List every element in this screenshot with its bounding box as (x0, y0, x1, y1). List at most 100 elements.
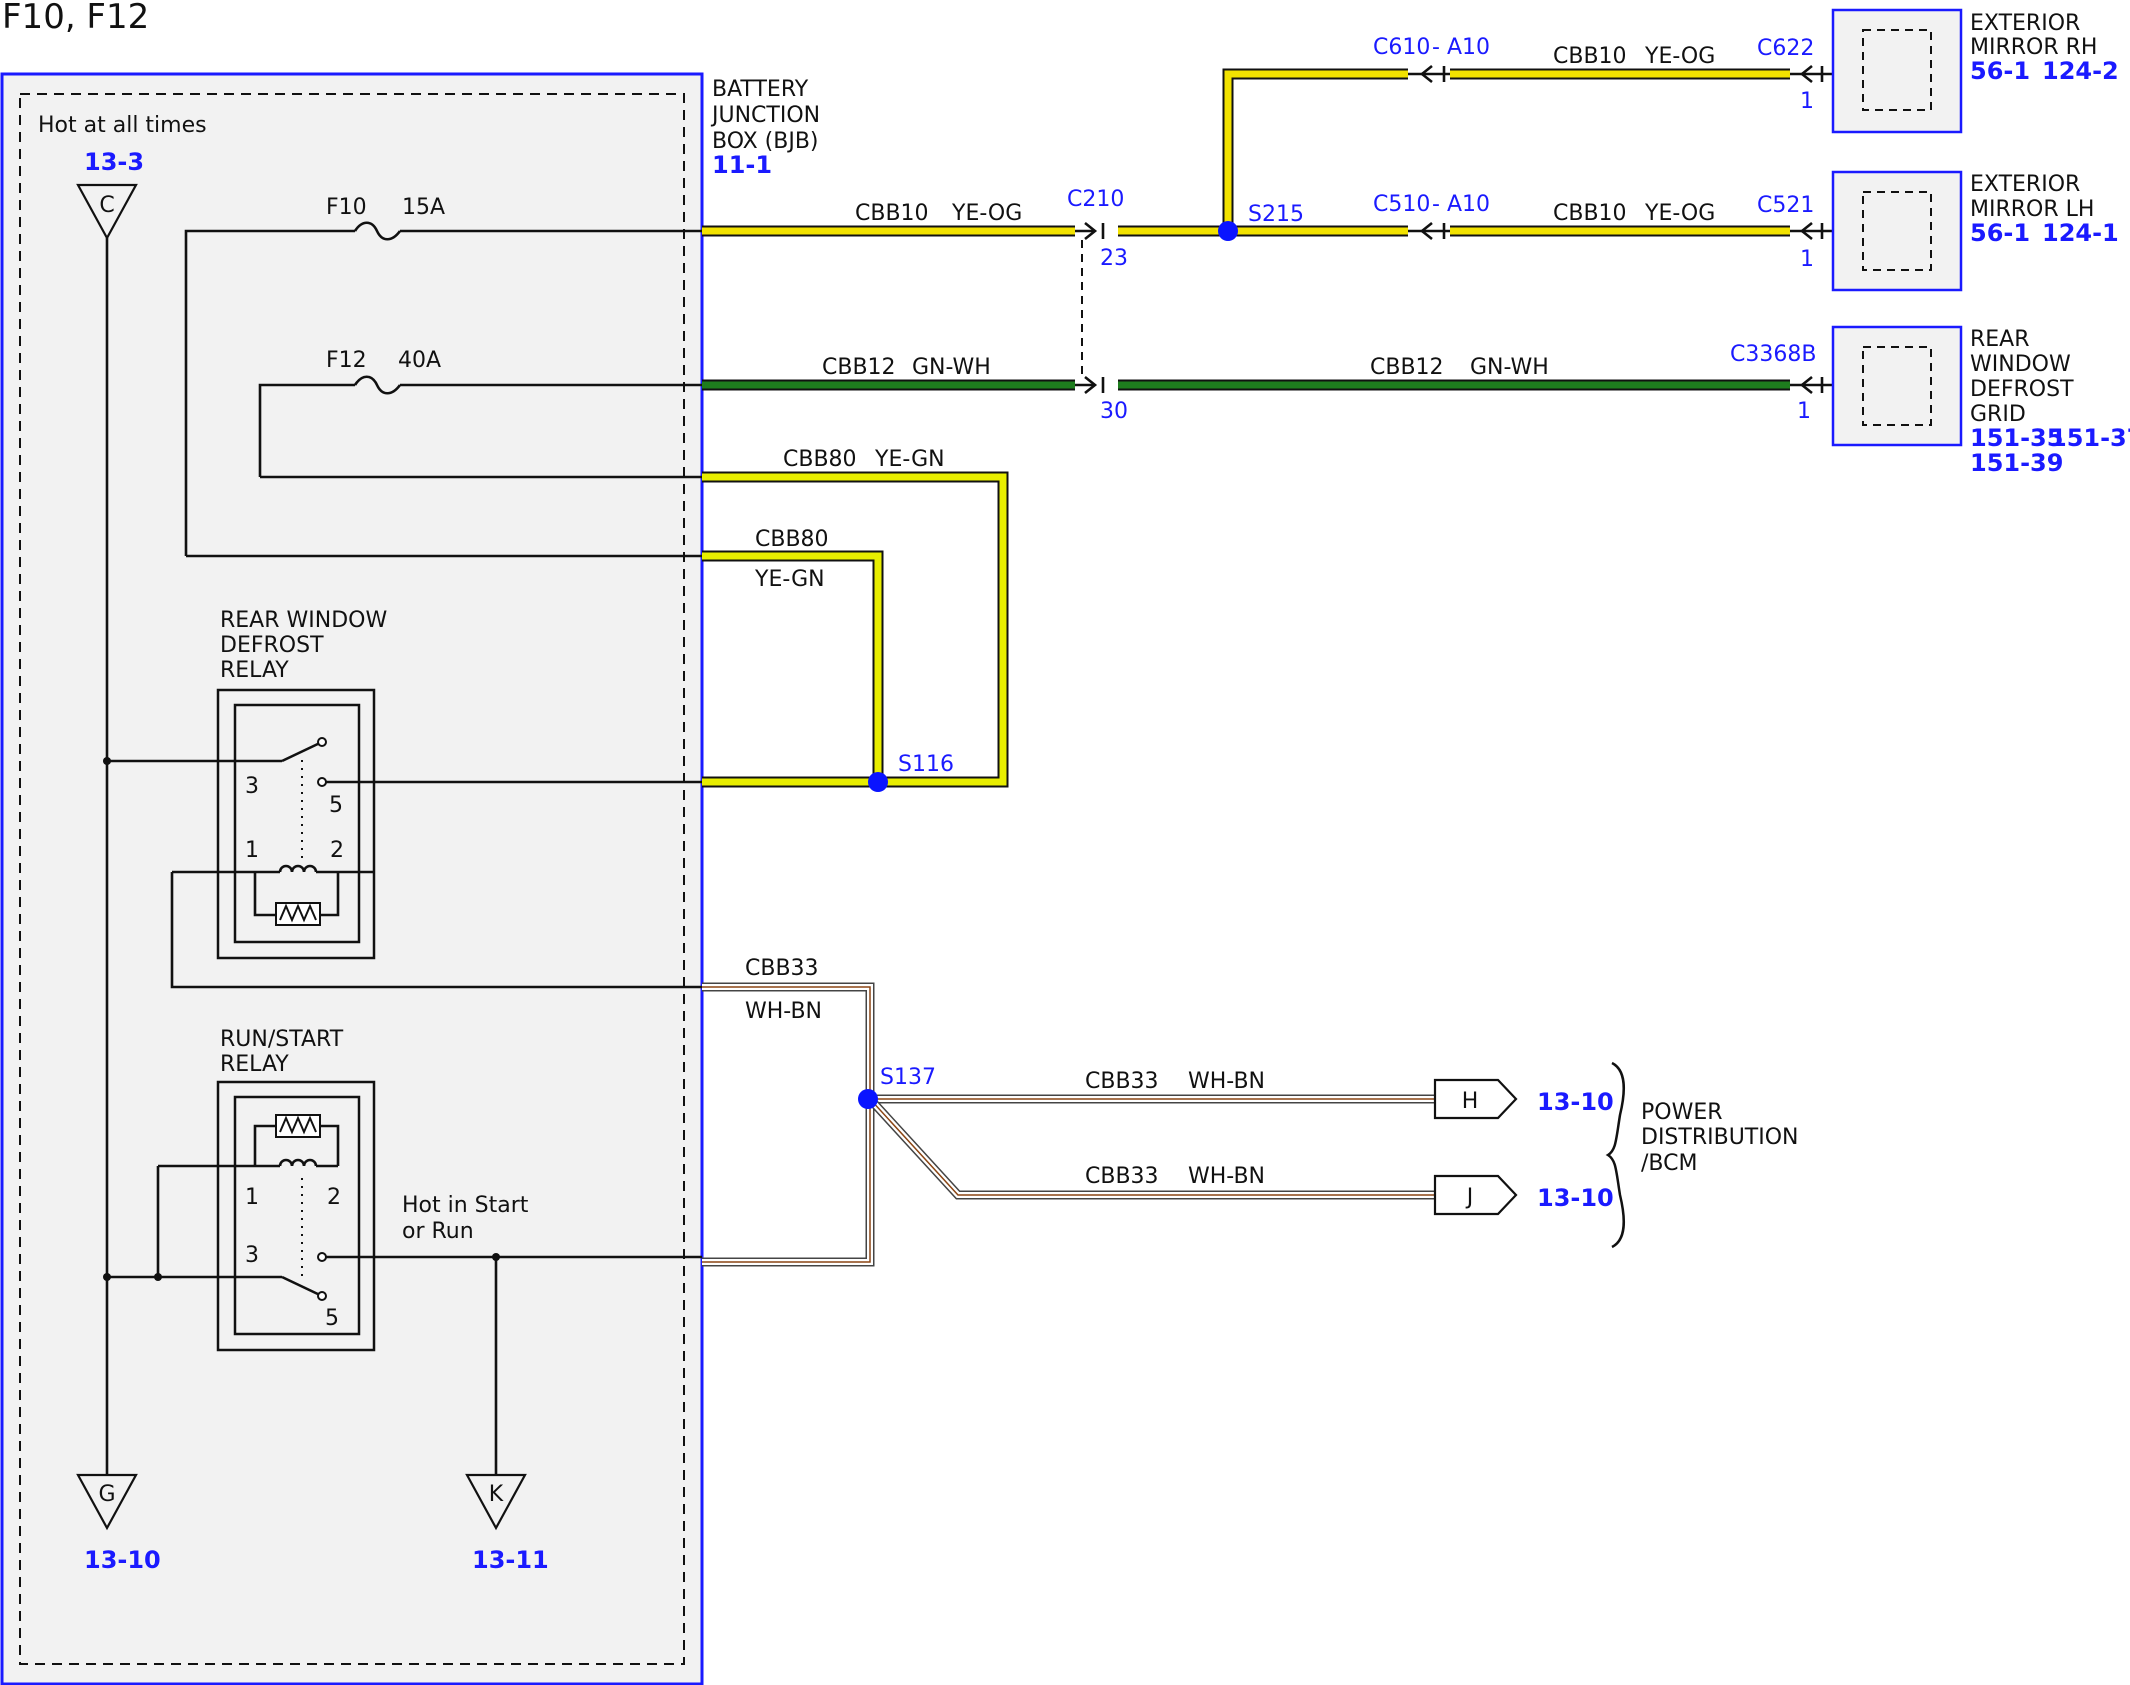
c210-pin23-arrow (1075, 221, 1105, 241)
diagram-title: F10, F12 (2, 0, 149, 37)
cbb80-outer-circuit: CBB80 (783, 447, 857, 472)
mirror-lh-box[interactable] (1831, 170, 1963, 292)
terminal-g-ref[interactable]: 13-10 (84, 1546, 161, 1574)
c510-label[interactable]: C510 (1373, 192, 1430, 217)
terminal-h-ref[interactable]: 13-10 (1537, 1088, 1614, 1116)
f12-wire-in (258, 383, 355, 477)
c210-pin30: 30 (1100, 399, 1128, 424)
defrost-grid-label-2: WINDOW (1970, 352, 2071, 377)
defrost-relay-pin-1: 1 (245, 838, 259, 863)
c210-label[interactable]: C210 (1067, 187, 1124, 212)
terminal-k-letter: K (489, 1482, 504, 1507)
cbb12-circuit-label: CBB12 (822, 355, 896, 380)
c510-dash: - (1432, 192, 1440, 217)
terminal-g-letter: G (98, 1482, 115, 1507)
defrost-relay-pin-3: 3 (245, 774, 259, 799)
mirror-rh-ref-1[interactable]: 56-1 (1970, 57, 2030, 85)
mirror-lh-label-2: MIRROR LH (1970, 197, 2094, 222)
cbb33-color-label: WH-BN (745, 999, 822, 1024)
runstart-relay-pin-2: 2 (327, 1185, 341, 1210)
defrost-grid-ref-1[interactable]: 151-35 (1970, 424, 2063, 452)
bjb-inner-dashed (19, 93, 685, 1665)
c521-pin: 1 (1800, 247, 1814, 272)
f10-wire-in (184, 229, 355, 556)
bjb-label-3: BOX (BJB) (712, 129, 819, 154)
bus-node-defrost (103, 757, 111, 765)
mirror-rh-box[interactable] (1831, 8, 1963, 134)
defrost-grid-label-3: DEFROST (1970, 377, 2074, 402)
bjb-ref[interactable]: 11-1 (712, 151, 772, 179)
c521-label[interactable]: C521 (1757, 193, 1814, 218)
mirror-lh-ref-2[interactable]: 124-1 (2042, 219, 2119, 247)
defrost-relay-label-3: RELAY (220, 658, 289, 683)
s137-splice[interactable] (858, 1089, 878, 1109)
cbb10-rh-color-label: YE-OG (1644, 44, 1715, 69)
cbb10-rh-circuit-label: CBB10 (1553, 44, 1627, 69)
cbb33-j-circuit-label: CBB33 (1085, 1164, 1159, 1189)
terminal-k-symbol (465, 1473, 527, 1531)
mirror-lh-ref-1[interactable]: 56-1 (1970, 219, 2030, 247)
terminal-g-symbol (76, 1473, 138, 1531)
cbb12-grid-circuit-label: CBB12 (1370, 355, 1444, 380)
terminal-h-symbol (1433, 1078, 1518, 1120)
c610-pin-label: A10 (1447, 35, 1490, 60)
runstart-relay-pin-1: 1 (245, 1185, 259, 1210)
bjb-label-2: JUNCTION (710, 103, 820, 128)
cbb12-grid-color-label: GN-WH (1470, 355, 1549, 380)
cbb33-j-color-label: WH-BN (1188, 1164, 1265, 1189)
c622-pin: 1 (1800, 89, 1814, 114)
defrost-relay-label-1: REAR WINDOW (220, 608, 387, 633)
c210-pin30-arrow (1075, 375, 1105, 395)
c622-connector (1790, 64, 1833, 84)
terminal-k-ref[interactable]: 13-11 (472, 1546, 549, 1574)
terminal-c-ref[interactable]: 13-3 (84, 148, 144, 176)
fuse-f10-symbol (353, 221, 402, 241)
runstart-relay-contact-bottom (317, 1291, 327, 1301)
power-dist-label-3: /BCM (1641, 1151, 1697, 1176)
fuse-f12-symbol (353, 375, 402, 395)
cbb80-outer-color: YE-GN (874, 447, 945, 472)
defrost-grid-label-1: REAR (1970, 327, 2030, 352)
cbb33-h-circuit-label: CBB33 (1085, 1069, 1159, 1094)
wire-cbb80-inner (702, 550, 884, 782)
cbb80-inner-circuit: CBB80 (755, 527, 829, 552)
fuse-f10-rating: 15A (402, 195, 445, 220)
c210-pin23: 23 (1100, 246, 1128, 271)
fuse-f10-id: F10 (326, 195, 367, 220)
cbb33-h-color-label: WH-BN (1188, 1069, 1265, 1094)
s116-label: S116 (898, 752, 954, 777)
runstart-relay-contact-5 (317, 1252, 327, 1262)
c622-label[interactable]: C622 (1757, 36, 1814, 61)
defrost-relay-outer[interactable] (216, 688, 376, 960)
hot-in-start-label-2: or Run (402, 1219, 474, 1244)
s215-splice[interactable] (1218, 221, 1238, 241)
defrost-grid-ref-3[interactable]: 151-39 (1970, 449, 2063, 477)
c610-connector (1408, 64, 1450, 84)
defrost-relay-label-2: DEFROST (220, 633, 324, 658)
bjb-box (0, 72, 704, 1685)
cbb10-circuit-label: CBB10 (855, 201, 929, 226)
defrost-grid-box[interactable] (1831, 325, 1963, 447)
mirror-lh-label-1: EXTERIOR (1970, 172, 2080, 197)
defrost-relay-contact-top (317, 737, 327, 747)
bjb-label-1: BATTERY (712, 77, 809, 102)
c3368b-label[interactable]: C3368B (1730, 342, 1816, 367)
c610-label[interactable]: C610 (1373, 35, 1430, 60)
s116-splice[interactable] (868, 772, 888, 792)
c510-pin-label: A10 (1447, 192, 1490, 217)
defrost-relay-pin-2: 2 (330, 838, 344, 863)
defrost-relay-inner (233, 703, 361, 944)
power-dist-label-1: POWER (1641, 1100, 1723, 1125)
runstart-relay-outer[interactable] (216, 1080, 376, 1352)
runstart-relay-pin-5: 5 (325, 1306, 339, 1331)
terminal-j-ref[interactable]: 13-10 (1537, 1184, 1614, 1212)
defrost-grid-ref-2[interactable]: 151-37 (2050, 424, 2130, 452)
defrost-relay-switch (281, 740, 323, 763)
cbb10-color-label: YE-OG (951, 201, 1022, 226)
cbb10-lh-color-label: YE-OG (1644, 201, 1715, 226)
defrost-relay-coil (172, 864, 374, 926)
wire-cbb10-riser (1222, 68, 1790, 231)
mirror-rh-ref-2[interactable]: 124-2 (2042, 57, 2119, 85)
hot-at-all-times-label: Hot at all times (38, 113, 207, 138)
power-distribution-brace (1605, 1061, 1626, 1249)
